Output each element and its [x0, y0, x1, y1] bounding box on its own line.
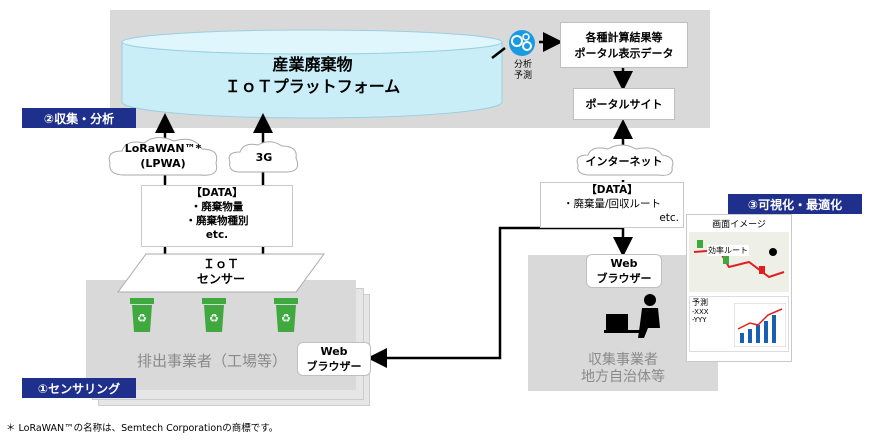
forecast-b: -YYY — [692, 316, 707, 324]
data-right-item1: ・廃棄量/回収ルート — [562, 198, 662, 210]
data-right-item2: etc. — [659, 212, 679, 224]
internet-label: インターネット — [585, 155, 663, 168]
data-left-title: 【DATA】 — [191, 187, 243, 199]
platform-cylinder — [121, 29, 503, 119]
sensor-line1: ＩｏＴ — [202, 257, 239, 271]
svg-text:♻: ♻ — [209, 312, 219, 325]
analysis-gear-icon — [509, 30, 535, 56]
sensor-line2: センサー — [196, 272, 245, 286]
recycle-bin-icon: ♻ — [202, 298, 226, 332]
collect-analyze-label: ②収集・分析 — [22, 108, 136, 128]
web-browser-right[interactable]: Web ブラウザー — [586, 254, 662, 288]
route-label: 効率ルート — [707, 245, 749, 256]
results-line1: 各種計算結果等 — [585, 31, 663, 44]
right-site-label: 収集事業者 地方自治体等 — [548, 352, 698, 386]
data-right-title: 【DATA】 — [586, 184, 638, 196]
3g-cloud-icon — [228, 141, 299, 173]
forecast-a: -XXX — [692, 308, 709, 316]
data-left-item2: ・廃棄物種別 — [185, 215, 249, 227]
footnote: ＊ LoRaWAN™の名称は、Semtech Corporationの商標です。 — [6, 423, 279, 434]
lorawan-line1: LoRaWAN™* — [124, 142, 202, 155]
screen-image-title: 画面イメージ — [712, 220, 766, 230]
data-note-right: 【DATA】 ・廃棄量/回収ルート etc. — [540, 182, 684, 228]
analysis-label: 分析 予測 — [508, 60, 538, 82]
lorawan-cloud-icon — [108, 137, 218, 176]
svg-text:♻: ♻ — [281, 312, 291, 325]
right-site-line2: 地方自治体等 — [581, 369, 665, 385]
route-map — [689, 232, 789, 292]
visualize-label: ③可視化・最適化 — [728, 194, 862, 214]
web-right-line1: Web — [610, 256, 638, 270]
3g-label: 3G — [255, 151, 273, 164]
portal-site-box: ポータルサイト — [573, 88, 675, 120]
sensing-label: ①センサリング — [22, 378, 136, 398]
internet-cloud-icon — [576, 144, 674, 176]
forecast-title: 予測 — [692, 298, 708, 307]
data-left-item1: ・廃棄物量 — [190, 201, 244, 213]
iot-sensor-label: ＩｏＴ センサー — [116, 257, 326, 287]
forecast-chart-icon — [734, 303, 786, 347]
person-at-desk-icon — [604, 294, 660, 338]
data-note-left: 【DATA】 ・廃棄物量 ・廃棄物種別 etc. — [141, 185, 293, 247]
web-right-line2: ブラウザー — [596, 271, 652, 285]
web-browser-left[interactable]: Web ブラウザー — [297, 342, 371, 376]
data-left-item3: etc. — [205, 229, 229, 241]
recycle-bin-icon: ♻ — [274, 298, 298, 332]
forecast-panel: 予測 -XXX -YYY — [689, 296, 789, 352]
svg-text:♻: ♻ — [137, 312, 147, 325]
right-site-line1: 収集事業者 — [588, 352, 658, 368]
lorawan-label: LoRaWAN™* (LPWA) — [104, 141, 222, 171]
platform-title: 産業廃棄物 ＩｏＴプラットフォーム — [120, 54, 505, 98]
platform-title-line1: 産業廃棄物 — [272, 55, 353, 74]
results-box: 各種計算結果等 ポータル表示データ — [560, 22, 688, 68]
web-left-line2: ブラウザー — [306, 359, 362, 373]
analysis-line2: 予測 — [513, 71, 532, 81]
results-line2: ポータル表示データ — [574, 47, 674, 60]
platform-title-line2: ＩｏＴプラットフォーム — [224, 77, 401, 96]
left-site-label: 排出事業者（工場等） — [136, 352, 287, 370]
screen-image-panel: 画面イメージ 効率ルート 予測 -XXX -YYY — [686, 214, 792, 362]
web-left-line1: Web — [320, 344, 348, 358]
lorawan-line2: (LPWA) — [140, 157, 186, 170]
iot-sensor-shape — [117, 253, 325, 293]
analysis-line1: 分析 — [513, 60, 532, 70]
recycle-bin-icon: ♻ — [130, 298, 154, 332]
